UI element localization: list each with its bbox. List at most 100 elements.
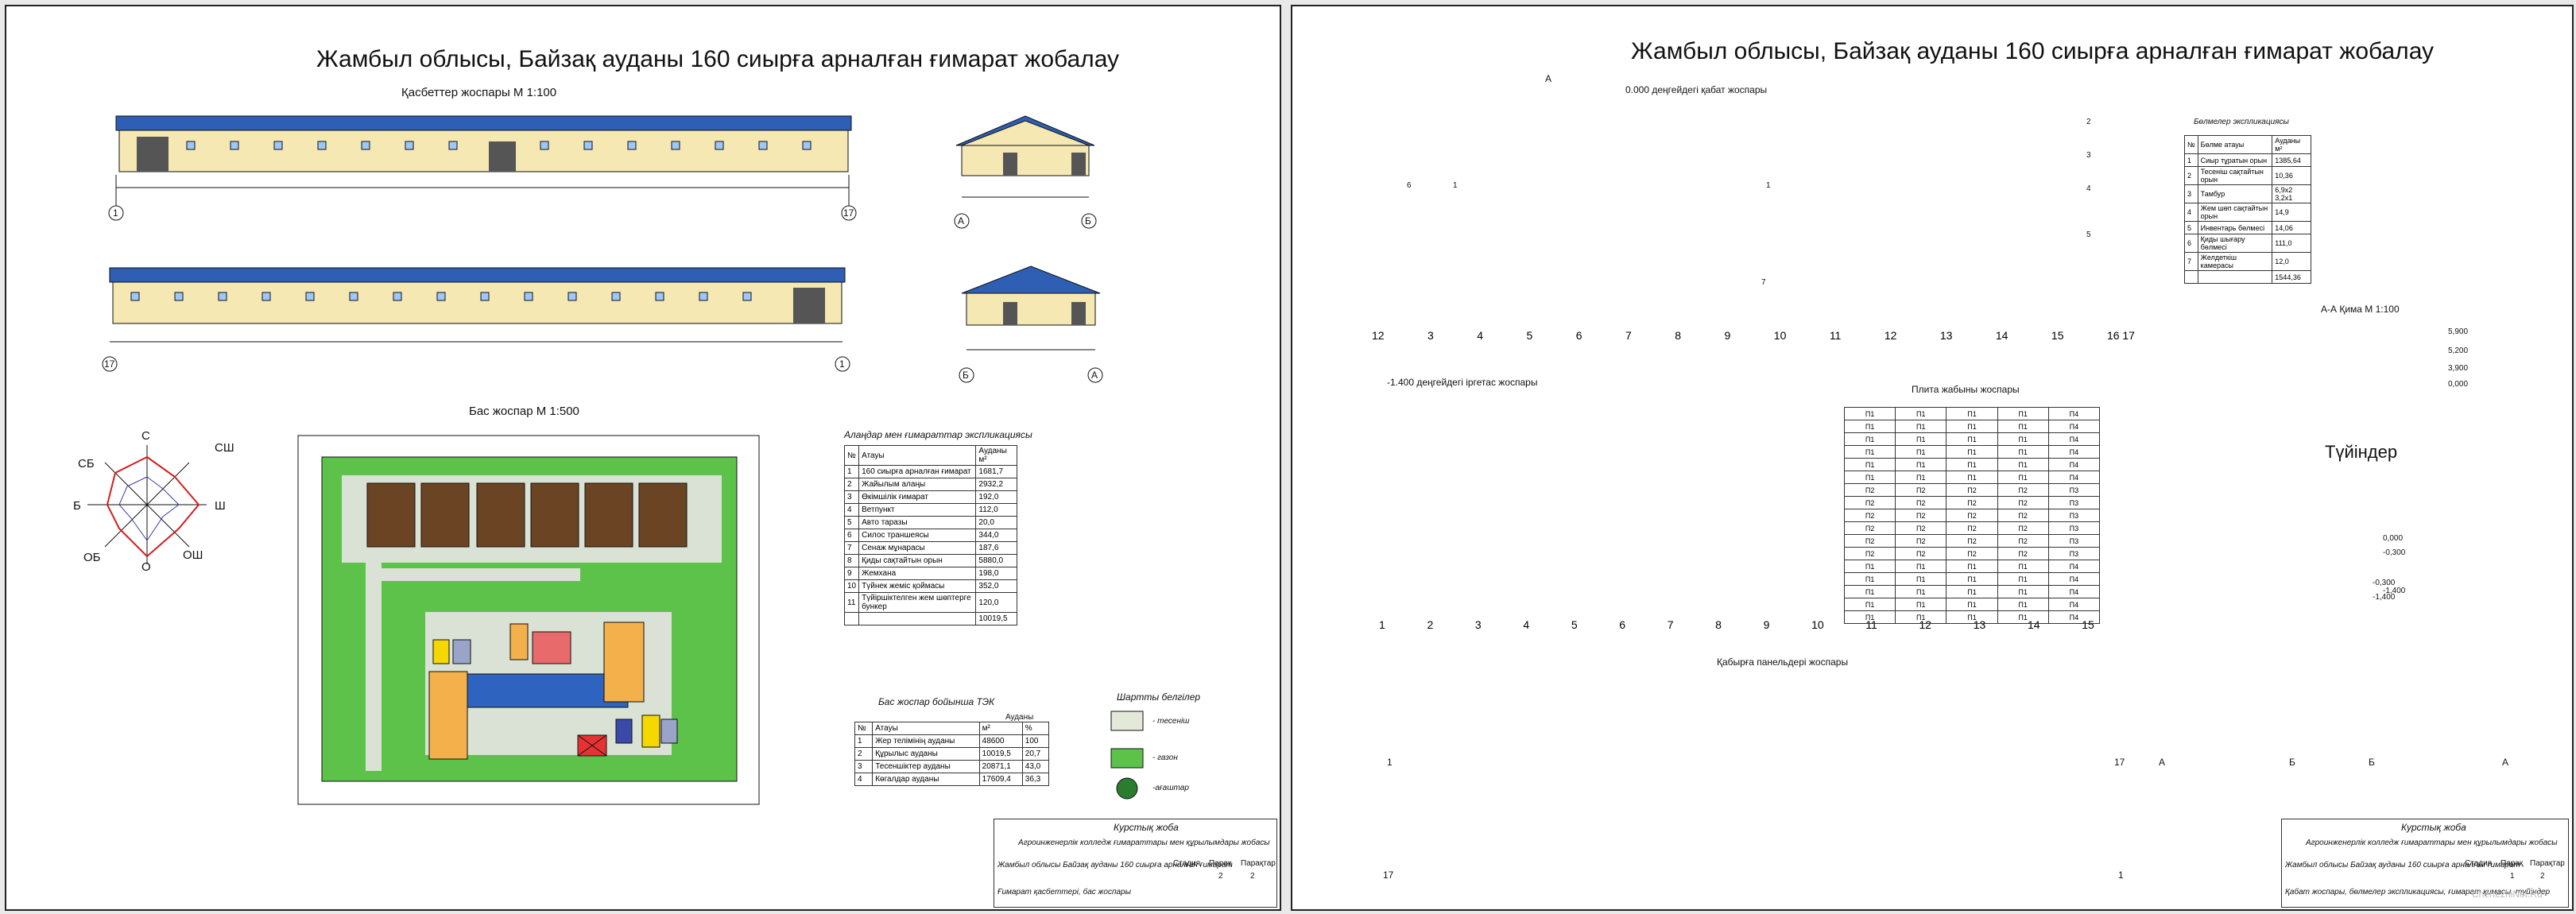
axis-label: 13 <box>1939 329 1953 342</box>
room-number: 1 <box>1766 181 1771 190</box>
slab-cell: П2 <box>1997 547 2049 560</box>
table-cell: % <box>1021 722 1050 735</box>
table-cell: № <box>854 722 874 735</box>
table-cell: 10019,5 <box>975 612 1017 625</box>
table-cell: 344,0 <box>975 529 1017 542</box>
slab-cell: П2 <box>1895 496 1947 509</box>
legend-paving-swatch <box>1110 711 1144 731</box>
slab-cell: П2 <box>1843 509 1896 522</box>
stamp-stage-label: Стадия <box>1173 859 1201 868</box>
axis-label: 12 <box>1372 329 1385 342</box>
table-cell: 1 <box>854 734 874 748</box>
compass-west: Б <box>73 499 81 513</box>
wind-rose <box>87 445 207 564</box>
slab-cell: П1 <box>1997 420 2049 433</box>
table-cell: Авто таразы <box>858 516 977 529</box>
stamp-building: Жамбыл облысы Байзақ ауданы 160 сиырға а… <box>997 861 1233 869</box>
axis-label: 6 <box>1619 618 1626 631</box>
elevation-mark: -1,400 <box>2373 593 2396 602</box>
elevation-mark: 5,900 <box>2448 327 2469 336</box>
stamp-building: Жамбыл облысы Байзақ ауданы 160 сиырға а… <box>2285 861 2520 869</box>
slab-cell: П1 <box>1946 572 1998 586</box>
right-title-block: Курстық жоба Агроинженерлік колледж ғима… <box>2281 819 2569 908</box>
slab-cell: П4 <box>2047 432 2101 446</box>
slab-cell: П4 <box>2047 598 2101 611</box>
slab-cell: П4 <box>2047 458 2101 471</box>
legend-tree-label: -ағаштар <box>1152 784 1189 792</box>
table-cell: 14,9 <box>2272 203 2311 222</box>
slab-cell: П2 <box>1843 521 1896 535</box>
table-cell: Силос траншеясы <box>858 529 977 542</box>
table-cell: 352,0 <box>975 579 1017 593</box>
foundation-plan-title: -1.400 деңгейдегі іргетас жоспары <box>1387 377 1538 388</box>
slab-cell: П2 <box>1895 521 1947 535</box>
table-cell: 112,0 <box>975 503 1017 517</box>
axis-label: 11 <box>1829 329 1842 342</box>
room-number: 1 <box>1453 181 1458 190</box>
stamp-sheet-label: Парақ <box>1209 859 1232 868</box>
site-plan-title: Бас жоспар М 1:500 <box>469 405 579 418</box>
left-sheet-title: Жамбыл облысы, Байзақ ауданы 160 сиырға … <box>316 46 1120 72</box>
compass-southwest: ОБ <box>83 551 101 564</box>
table-cell: 111,0 <box>2272 234 2311 253</box>
table-cell: 1681,7 <box>975 465 1017 478</box>
table-cell: 6 <box>843 529 860 542</box>
slab-cell: П2 <box>1895 534 1947 548</box>
table-cell: 1385,64 <box>2272 153 2311 167</box>
axis-label: 7 <box>1625 329 1632 342</box>
table-cell: Қиды сақтайтын орын <box>858 554 977 567</box>
table-cell: Өкімшілік ғимарат <box>858 490 977 504</box>
table-cell: 10,36 <box>2272 166 2311 185</box>
elevation-mark: -0,300 <box>2373 579 2396 587</box>
slab-cell: П2 <box>1843 496 1896 509</box>
slab-cell: П1 <box>1895 572 1947 586</box>
axis-label: 3 <box>1474 618 1482 631</box>
slab-cell: П1 <box>1997 458 2049 471</box>
slab-cell: П1 <box>1997 560 2049 573</box>
table-cell: Тамбур <box>2197 184 2273 203</box>
table-cell: 36,3 <box>1021 773 1050 786</box>
slab-cell: П1 <box>1946 407 1998 420</box>
stamp-sheet-desc: Қабат жоспары, бөлмелер экспликациясы, ғ… <box>2285 888 2551 897</box>
axis-label: 16 17 <box>2106 329 2135 342</box>
table-cell: 4 <box>843 503 860 517</box>
tek-table-title: Бас жоспар бойынша ТЭК <box>878 696 995 707</box>
stamp-sheet-label: Парақ <box>2500 859 2524 868</box>
axis-label: 4 <box>1523 618 1530 631</box>
wall-axis: 1 <box>1387 757 1393 768</box>
table-cell: Жем шөп сақтайтын орын <box>2197 203 2273 222</box>
table-cell: 198,0 <box>975 567 1017 580</box>
table-cell: Сенаж мұнарасы <box>858 541 977 555</box>
compass-east: Ш <box>215 499 226 513</box>
table-row: 1544,36 <box>2184 270 2311 284</box>
slab-cell: П4 <box>2047 572 2101 586</box>
table-cell: 187,6 <box>975 541 1017 555</box>
room-number: 3 <box>2086 151 2091 160</box>
table-cell: 1 <box>2184 153 2198 167</box>
slab-cell: П2 <box>1997 509 2049 522</box>
wall-axis: Б <box>2289 757 2295 768</box>
slab-cell: П1 <box>1946 420 1998 433</box>
axis-label: 3 <box>1427 329 1434 342</box>
slab-cell: П2 <box>1997 496 2049 509</box>
slab-cell: П3 <box>2047 483 2101 497</box>
compass-south: О <box>141 560 151 574</box>
axis-label: 6 <box>1575 329 1582 342</box>
table-cell: 120,0 <box>975 592 1017 613</box>
slab-plan-title: Плита жабыны жоспары <box>1912 384 2020 395</box>
table-cell: 5880,0 <box>975 554 1017 567</box>
table-cell: Ауданы м² <box>2272 135 2311 154</box>
axis-label: 10 <box>1811 618 1824 631</box>
